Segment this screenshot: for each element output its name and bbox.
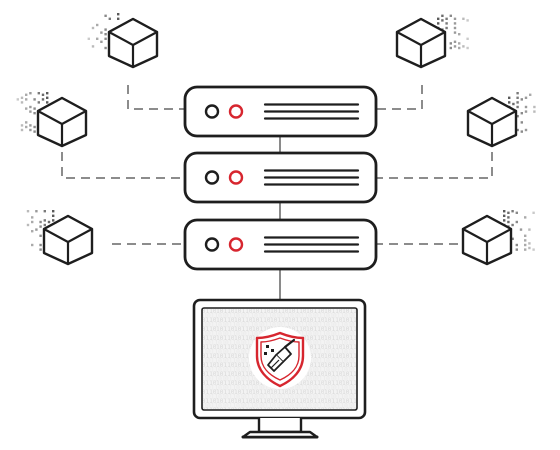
cube-mid-right (466, 92, 536, 148)
server-led-dark (204, 104, 220, 119)
monitor (192, 298, 367, 439)
connector-top-right (376, 85, 423, 110)
cube-top-right (395, 14, 469, 69)
connector-mid-left (61, 152, 185, 179)
cube-bottom-right (461, 210, 535, 266)
connector-top-left (127, 85, 185, 110)
server-bottom (183, 218, 378, 271)
server-led-red (228, 104, 244, 119)
shield-broom-icon (249, 327, 311, 389)
cube-bottom-left (26, 210, 94, 266)
server-middle (183, 151, 378, 204)
cube-top-left (87, 13, 159, 69)
server-led-dark (204, 237, 220, 252)
server-top (183, 85, 378, 138)
cube-mid-left (16, 92, 88, 148)
cube-group (16, 13, 536, 266)
connector-mid-right (376, 152, 493, 179)
server-led-red (228, 237, 244, 252)
server-led-red (228, 170, 244, 185)
monitor-neck (257, 418, 303, 434)
connector-lines (61, 85, 493, 245)
server-stack (183, 85, 378, 271)
server-led-dark (204, 170, 220, 185)
